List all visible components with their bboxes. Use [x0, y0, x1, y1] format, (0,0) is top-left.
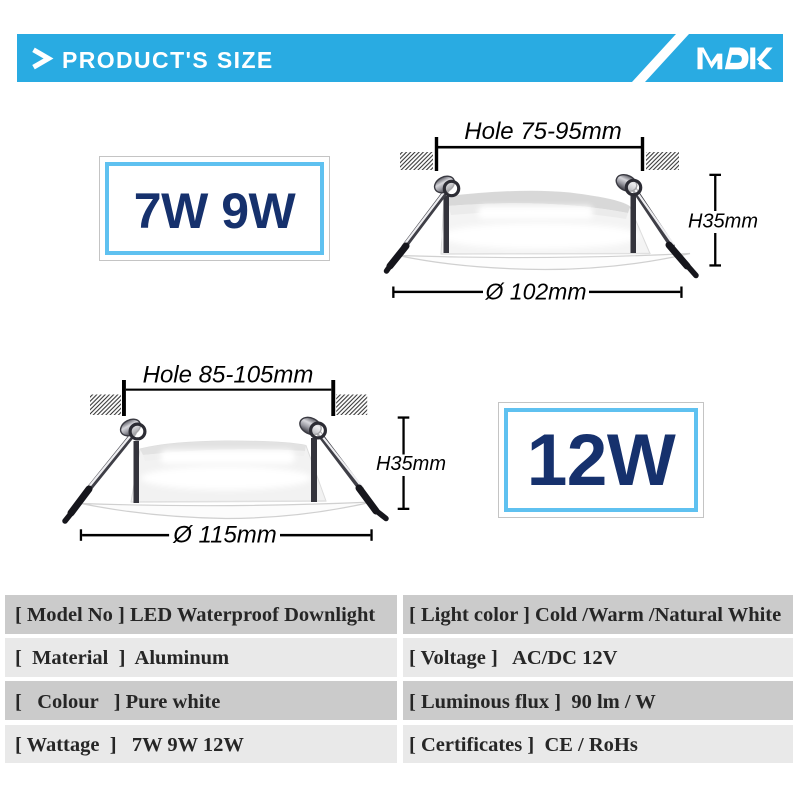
svg-text:PRODUCT'S SIZE: PRODUCT'S SIZE: [62, 47, 274, 73]
svg-text:H35mm: H35mm: [688, 211, 758, 233]
svg-text:Hole 85-105mm: Hole 85-105mm: [143, 362, 314, 389]
svg-text:Hole 75-95mm: Hole 75-95mm: [464, 118, 621, 145]
svg-text:Ø 102mm: Ø 102mm: [485, 279, 587, 305]
svg-text:H35mm: H35mm: [376, 453, 446, 475]
svg-text:Ø 115mm: Ø 115mm: [172, 522, 277, 549]
